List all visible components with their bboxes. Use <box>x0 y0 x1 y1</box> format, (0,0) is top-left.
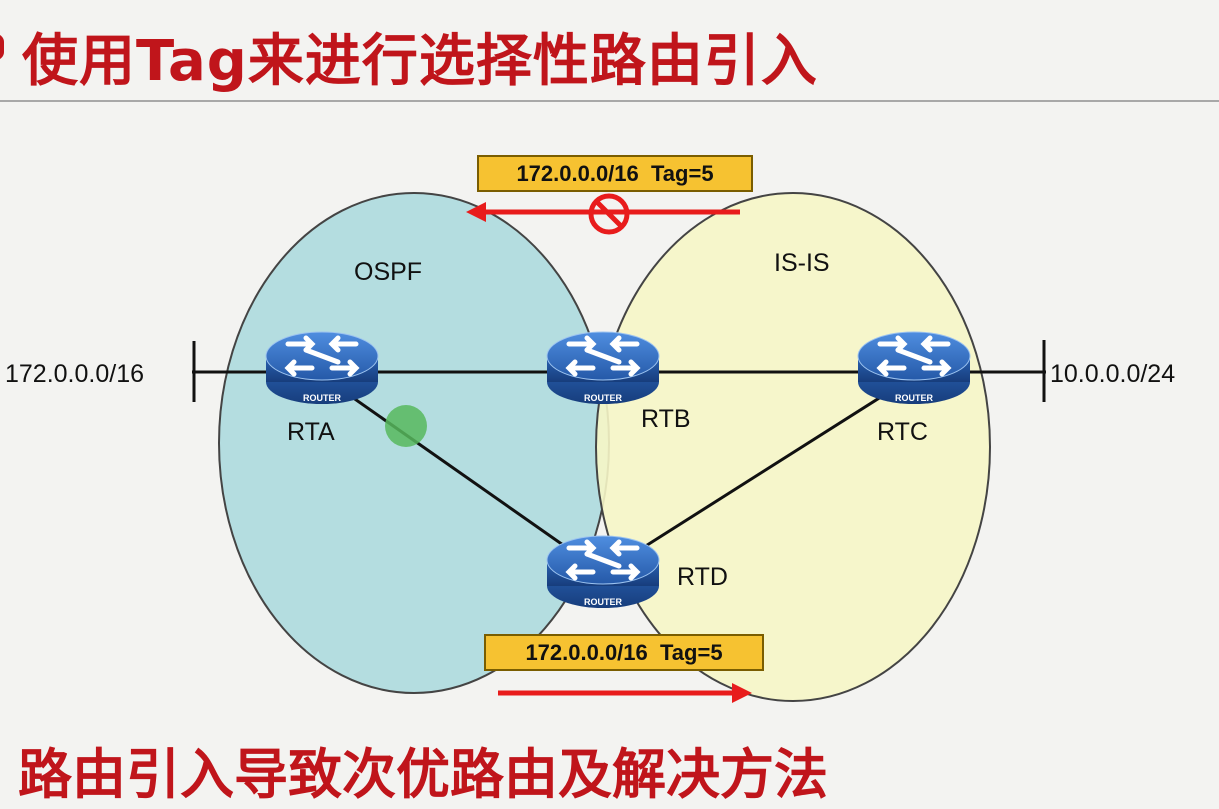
network-left-label: 172.0.0.0/16 <box>5 360 145 388</box>
isis-area-label: IS-IS <box>774 249 830 277</box>
tag-label-bottom: 172.0.0.0/16 Tag=5 <box>484 634 764 671</box>
router-caption: ROUTER <box>303 393 342 403</box>
ospf-area-label: OSPF <box>354 258 423 286</box>
title-divider <box>0 100 1219 102</box>
router-label-rtb: RTB <box>641 405 691 433</box>
isis-area <box>595 192 991 702</box>
slide-title: 使用Tag来进行选择性路由引入 <box>22 29 818 94</box>
router-icon: ROUTER <box>266 332 378 404</box>
tag-label-top: 172.0.0.0/16 Tag=5 <box>477 155 753 192</box>
router-caption: ROUTER <box>584 393 623 403</box>
import-route-arrow <box>498 683 752 703</box>
network-right-label: 10.0.0.0/24 <box>1050 360 1176 388</box>
link-rtd-rtc <box>602 374 915 575</box>
router-caption: ROUTER <box>584 597 623 607</box>
router-label-rta: RTA <box>287 418 335 446</box>
router-caption: ROUTER <box>895 393 934 403</box>
green-dot-icon <box>385 405 427 447</box>
link-rta-rtd <box>321 374 604 575</box>
router-icon: ROUTER <box>547 332 659 404</box>
slide-caption: 路由引入导致次优路由及解决方法 <box>18 743 828 806</box>
blocked-route-arrow <box>466 202 740 222</box>
router-label-rtd: RTD <box>677 563 728 591</box>
prohibited-icon <box>588 193 630 235</box>
router-label-rtc: RTC <box>877 418 928 446</box>
router-icon: ROUTER <box>858 332 970 404</box>
router-icon: ROUTER <box>547 536 659 608</box>
title-bullet <box>0 34 4 60</box>
